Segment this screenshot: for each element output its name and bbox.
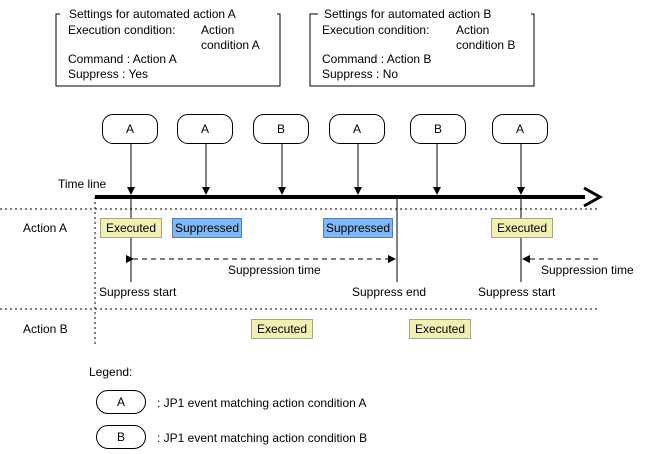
settings-box-b-frame [309,13,535,87]
legend-text-b: : JP1 event matching action condition B [157,431,368,445]
legend-title: Legend: [89,365,133,379]
settings-b-title: Settings for automated action B [321,7,495,21]
row-label-action-a: Action A [23,221,68,235]
legend-pill-b: B [96,425,146,449]
suppression-time-label-2: Suppression time [541,263,634,277]
settings-b-suppress: Suppress : No [322,67,399,81]
settings-a-exec-value-1: Action [201,23,235,37]
settings-b-exec-value-1: Action [456,23,490,37]
suppress-end-label: Suppress end [352,285,427,299]
event-arrows [127,144,525,195]
action-b-executed-tag-2: Executed [409,319,471,339]
suppress-start-label-1: Suppress start [99,285,177,299]
event-pill-1: A [102,114,158,144]
legend-pill-a: A [96,390,146,414]
action-a-suppressed-tag-2: Suppressed [323,218,393,238]
settings-a-exec-value-2: condition A [201,38,260,52]
legend-text-a: : JP1 event matching action condition A [157,396,367,410]
settings-a-title: Settings for automated action A [66,7,239,21]
action-a-suppressed-tag-1: Suppressed [172,218,242,238]
action-b-executed-tag-1: Executed [251,319,313,339]
suppression-time-label-1: Suppression time [228,263,321,277]
settings-b-command: Command : Action B [322,52,432,66]
action-a-executed-tag-1: Executed [100,218,162,238]
row-label-action-b: Action B [23,322,68,336]
settings-box-a-frame [55,13,281,87]
settings-a-suppress: Suppress : Yes [68,67,149,81]
event-pill-6: A [492,114,548,144]
settings-a-command: Command : Action A [68,52,177,66]
timeline-arrowhead [583,186,604,208]
suppression-markers [130,199,522,282]
event-pill-3: B [253,114,309,144]
event-pill-5: B [410,114,466,144]
event-pill-2: A [177,114,233,144]
event-pill-4: A [329,114,385,144]
action-a-executed-tag-2: Executed [491,218,553,238]
settings-a-exec-label: Execution condition: [68,23,176,37]
suppress-start-label-2: Suppress start [478,285,556,299]
settings-b-exec-value-2: condition B [456,38,516,52]
settings-b-exec-label: Execution condition: [322,23,430,37]
timeline-label: Time line [58,177,107,191]
